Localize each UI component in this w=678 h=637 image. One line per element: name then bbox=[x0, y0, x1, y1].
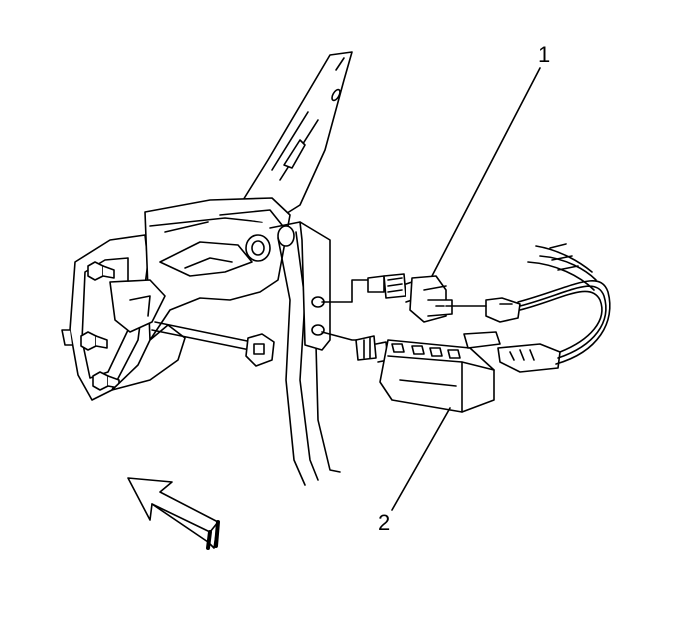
pivot-bushing bbox=[246, 226, 294, 261]
switch-mounting-bracket bbox=[300, 222, 330, 350]
switch-1-connector bbox=[446, 298, 520, 322]
brake-light-switch bbox=[368, 274, 452, 322]
wiring-harness bbox=[518, 244, 610, 364]
callout-label-2: 2 bbox=[378, 510, 391, 535]
push-rod bbox=[152, 322, 274, 366]
callout-label-1: 1 bbox=[538, 42, 551, 67]
cruise-release-switch bbox=[356, 336, 494, 412]
lower-plate bbox=[112, 325, 185, 390]
pedal-support-arm bbox=[240, 52, 352, 218]
pedal-bracket-body bbox=[110, 198, 290, 340]
mounting-bolt-2 bbox=[81, 332, 107, 350]
mounting-bolt-3 bbox=[93, 372, 119, 390]
mounting-bolt-1 bbox=[88, 262, 114, 280]
forward-arrow-icon bbox=[128, 478, 218, 548]
callout-1-leader bbox=[432, 68, 540, 276]
switch-2-connector bbox=[464, 332, 560, 372]
callout-2-leader bbox=[392, 408, 450, 510]
